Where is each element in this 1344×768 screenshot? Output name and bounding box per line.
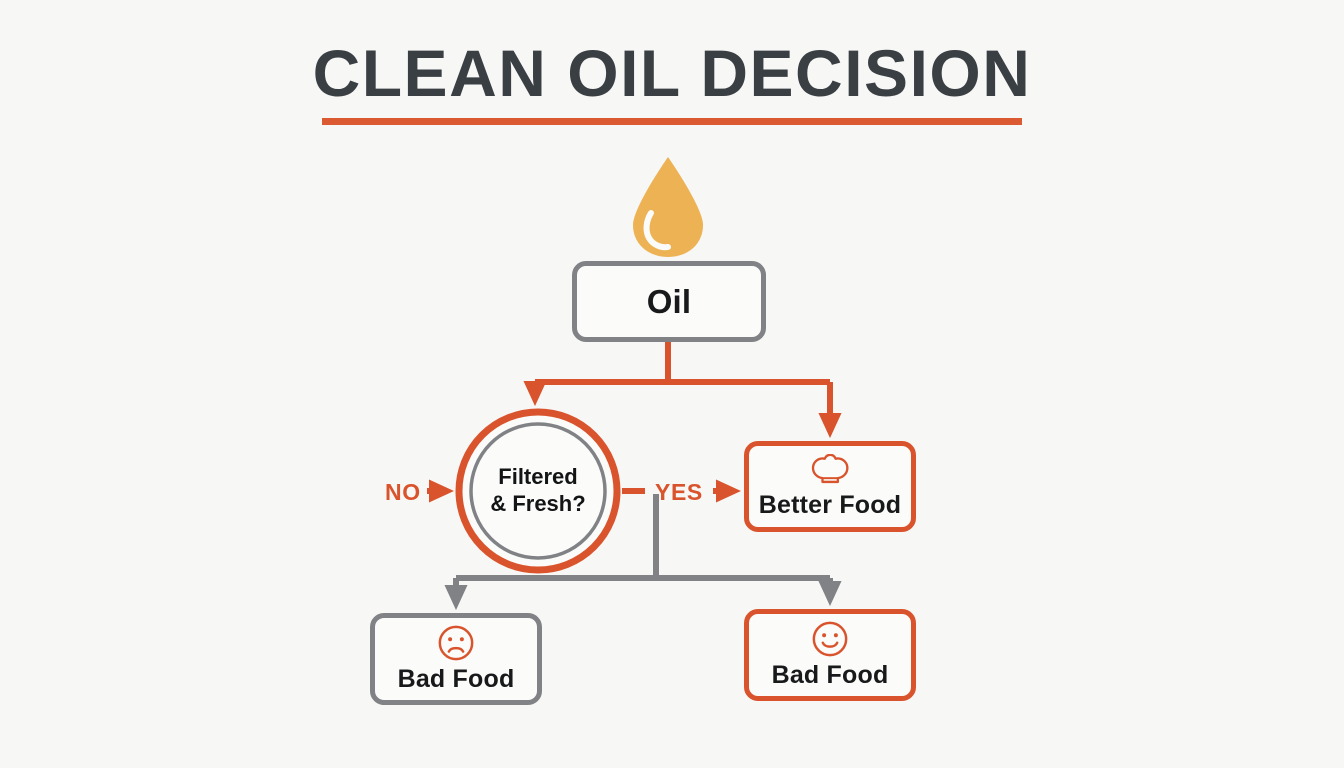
node-bad-food-left[interactable]: Bad Food: [370, 613, 542, 705]
oil-droplet-icon: [629, 155, 707, 259]
node-bad-food-right-label: Bad Food: [771, 661, 889, 689]
node-bad-food-right[interactable]: Bad Food: [744, 609, 916, 701]
decision-text: Filtered & Fresh?: [455, 408, 621, 574]
node-better-food[interactable]: Better Food: [744, 441, 916, 532]
sad-face-icon: [437, 624, 475, 662]
node-better-food-label: Better Food: [758, 490, 902, 519]
page-title: CLEAN OIL DECISION: [312, 36, 1032, 110]
node-bad-food-left-label: Bad Food: [397, 665, 515, 693]
node-oil[interactable]: Oil: [572, 261, 766, 342]
title-underline-rule: [322, 118, 1022, 125]
decision-double-circle: [455, 408, 621, 574]
decision-label-line2: & Fresh?: [490, 491, 586, 516]
branch-label-no: NO: [385, 479, 421, 505]
decision-label-line1: Filtered: [498, 464, 578, 490]
branch-label-yes: YES: [655, 479, 703, 505]
chef-hat-icon: [808, 453, 852, 488]
node-oil-label: Oil: [646, 282, 692, 320]
happy-face-icon: [811, 620, 849, 658]
title-block: CLEAN OIL DECISION: [0, 40, 1344, 125]
edge-oil-split-bus: [535, 342, 830, 385]
node-decision-filtered-fresh[interactable]: Filtered & Fresh?: [455, 408, 621, 574]
